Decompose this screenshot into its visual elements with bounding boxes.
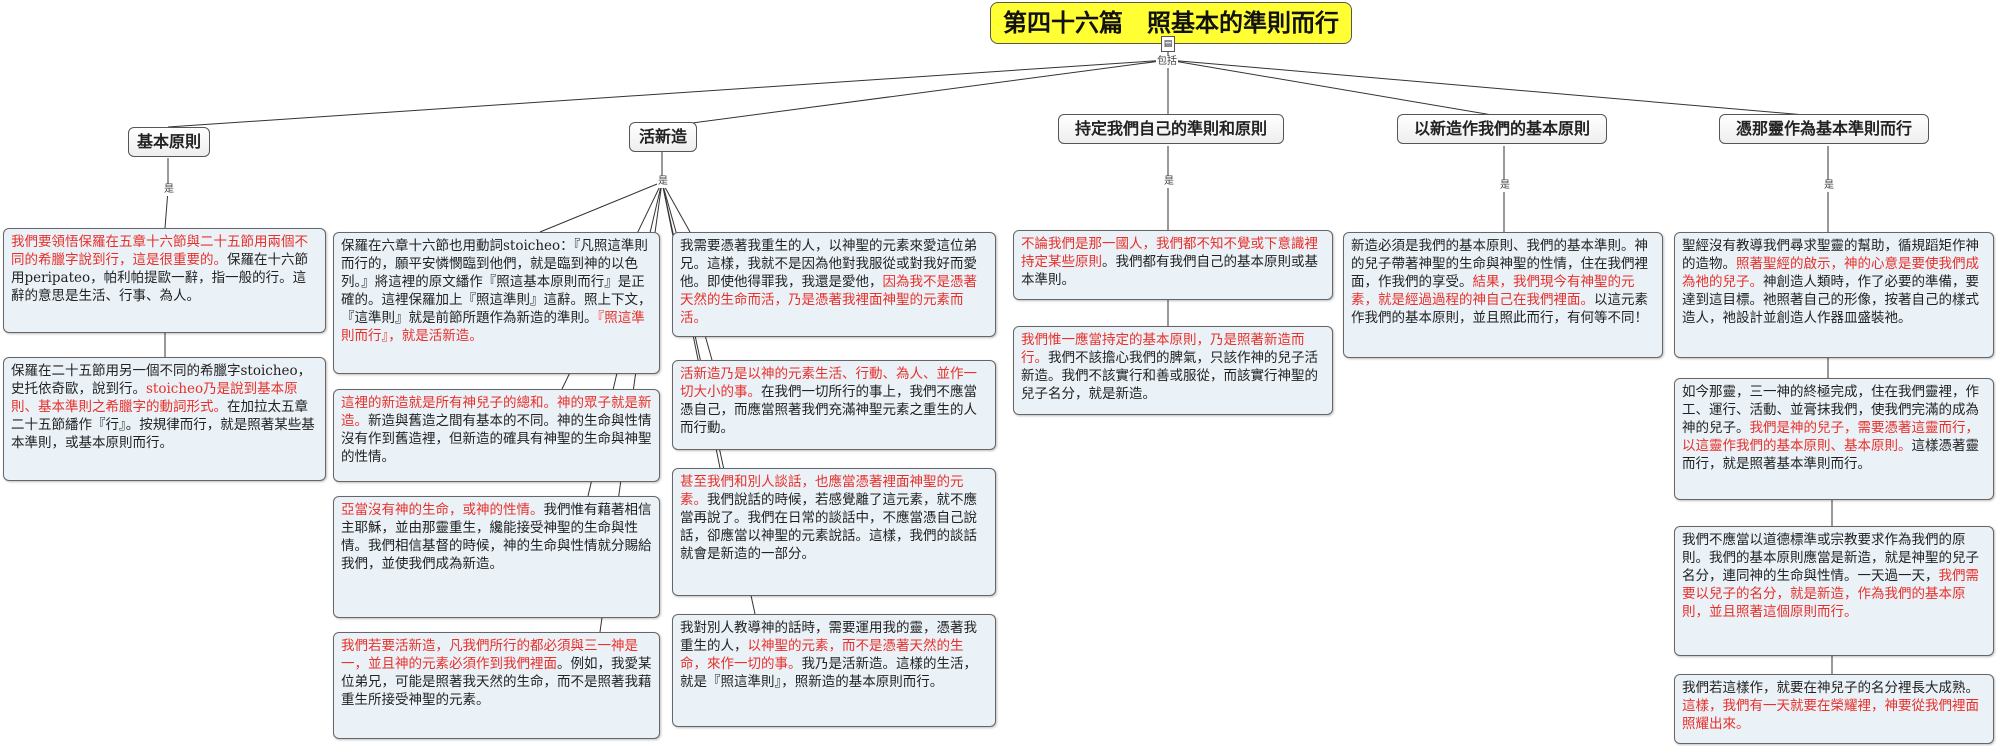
leaf-text: 神創造人類時，作了必要的準備，要達到這目標。祂照著自己的形像，按著自己的樣式造人… [1682,274,1979,326]
branch-basic-principle[interactable]: 基本原則 [128,127,210,157]
leaf-text: 我對別人教導神的話時，需要運用我的靈，憑著我重生的人， [680,620,977,654]
leaf-text-highlight: 因為我不是憑著天然的生命而活，乃是憑著我裡面神聖的元素而活。 [680,274,977,326]
leaf-text-highlight: 我們惟一應當持定的基本原則，乃是照著新造而行。 [1021,332,1305,366]
leaf-text: 。例如，我愛某位弟兄，可能是照著我天然的生命，而不是照著我藉重生所接受神聖的元素… [341,656,652,708]
edge-label-is: 是 [1163,176,1175,188]
leaf-node[interactable]: 我們若這樣作，就要在神兒子的名分裡長大成熟。這樣，我們有一天就要在榮耀裡，神要從… [1674,674,1994,744]
leaf-text-highlight: 活新造乃是以神的元素生活、行動、為人、並作一切大小的事。 [680,366,977,400]
leaf-text-highlight: 亞當沒有神的生命，或神的性情。 [341,502,544,518]
leaf-node[interactable]: 這裡的新造就是所有神兒子的總和。神的眾子就是新造。新造與舊造之間有基本的不同。神… [333,389,660,482]
root-edge-label: 包括 [1156,56,1178,68]
document-icon[interactable]: ▤ [1161,36,1175,52]
leaf-text-highlight: 不論我們是那一國人，我們都不知不覺或下意識裡持定某些原則 [1021,236,1318,270]
leaf-text: 聖經沒有教導我們尋求聖靈的幫助，循規蹈矩作神的造物。 [1682,238,1979,272]
edge-label-is: 是 [1499,180,1511,192]
leaf-node[interactable]: 我需要憑著我重生的人，以神聖的元素來愛這位弟兄。這樣，我就不是因為他對我服從或對… [672,232,996,337]
leaf-node[interactable]: 甚至我們和別人談話，也應當憑著裡面神聖的元素。我們說話的時候，若感覺離了這元素，… [672,468,996,596]
leaf-text: 保羅在十六節用peripateo，帕利帕提歐一辭，指一般的行。這辭的意思是生活、… [11,252,308,304]
leaf-text: 新造與舊造之間有基本的不同。神的生命與性情沒有作到舊造裡，但新造的確具有神聖的生… [341,413,652,465]
leaf-text: 在加拉太五章二十五節繙作『行』。按規律而行，就是照著某些基本準則，或基本原則而行… [11,399,315,451]
edge-label-is: 是 [657,176,669,188]
leaf-text-highlight: 照著聖經的啟示，神的心意是要使我們成為祂的兒子。 [1682,256,1979,290]
leaf-text: 我們不該擔心我們的脾氣，只該作神的兒子活新造。我們不該實行和善或服從，而該實行神… [1021,350,1318,402]
leaf-text-highlight: 以神聖的元素，而不是憑著天然的生命，來作一切的事。 [680,638,964,672]
leaf-node[interactable]: 不論我們是那一國人，我們都不知不覺或下意識裡持定某些原則。我們都有我們自己的基本… [1013,230,1333,300]
edge-label-is: 是 [1823,180,1835,192]
edge-label-is: 是 [163,184,175,196]
leaf-text: 以這元素作我們的基本原則，並且照此而行，有何等不同！ [1351,292,1648,326]
leaf-node[interactable]: 聖經沒有教導我們尋求聖靈的幫助，循規蹈矩作神的造物。照著聖經的啟示，神的心意是要… [1674,232,1994,358]
leaf-text-highlight: 結果，我們現今有神聖的元素，就是經過過程的神自己在我們裡面。 [1351,274,1635,308]
leaf-text: 在我們一切所行的事上，我們不應當憑自己，而應當照著我們充滿神聖元素之重生的人而行… [680,384,977,436]
leaf-text: 保羅在二十五節用另一個不同的希臘字stoicheo，史托依奇歐，說到行。 [11,363,312,397]
leaf-text-highlight: 『照這準則而行』，就是活新造。 [341,310,645,344]
leaf-text: 我們說話的時候，若感覺離了這元素，就不應當再說了。我們在日常的談話中，不應當憑自… [680,492,977,562]
branch-walk-by-spirit[interactable]: 憑那靈作為基本準則而行 [1719,114,1929,144]
leaf-node[interactable]: 新造必須是我們的基本原則、我們的基本準則。神的兒子帶著神聖的生命與神聖的性情，住… [1343,232,1663,358]
leaf-node[interactable]: 活新造乃是以神的元素生活、行動、為人、並作一切大小的事。在我們一切所行的事上，我… [672,360,996,450]
leaf-text: 新造必須是我們的基本原則、我們的基本準則。神的兒子帶著神聖的生命與神聖的性情，住… [1351,238,1648,290]
leaf-node[interactable]: 我們惟一應當持定的基本原則，乃是照著新造而行。我們不該擔心我們的脾氣，只該作神的… [1013,326,1333,415]
branch-live-new-creation[interactable]: 活新造 [629,122,697,152]
leaf-text: 如今那靈，三一神的終極完成，住在我們靈裡，作工、運行、活動、並膏抹我們，使我們完… [1682,384,1979,436]
leaf-node[interactable]: 我們要領悟保羅在五章十六節與二十五節用兩個不同的希臘字說到行，這是很重要的。保羅… [3,228,326,333]
leaf-text: 保羅在六章十六節也用動詞stoicheo：『凡照這準則而行的，願平安憐憫臨到他們… [341,238,652,326]
leaf-node[interactable]: 我們不應當以道德標準或宗教要求作為我們的原則。我們的基本原則應當是新造，就是神聖… [1674,526,1994,656]
leaf-node[interactable]: 如今那靈，三一神的終極完成，住在我們靈裡，作工、運行、活動、並膏抹我們，使我們完… [1674,378,1994,500]
leaf-node[interactable]: 我對別人教導神的話時，需要運用我的靈，憑著我重生的人，以神聖的元素，而不是憑著天… [672,614,996,727]
leaf-text-highlight: stoicheo乃是說到基本原則、基本準則之希臘字的動詞形式。 [11,381,298,415]
leaf-node[interactable]: 保羅在六章十六節也用動詞stoicheo：『凡照這準則而行的，願平安憐憫臨到他們… [333,232,660,374]
leaf-text-highlight: 我們需要以兒子的名分，就是新造，作為我們的基本原則，並且照著這個原則而行。 [1682,568,1979,620]
leaf-text: 我們惟有藉著相信主耶穌，並由那靈重生，纔能接受神聖的生命與性情。我們相信基督的時… [341,502,652,572]
leaf-text-highlight: 這樣，我們有一天就要在榮耀裡，神要從我們裡面照耀出來。 [1682,698,1979,732]
leaf-text: 這樣憑著靈而行，就是照著基本準則而行。 [1682,438,1979,472]
leaf-node[interactable]: 亞當沒有神的生命，或神的性情。我們惟有藉著相信主耶穌，並由那靈重生，纔能接受神聖… [333,496,660,618]
branch-hold-own-principles[interactable]: 持定我們自己的準則和原則 [1058,114,1284,144]
branch-new-creation-as-principle[interactable]: 以新造作我們的基本原則 [1397,114,1607,144]
leaf-text: 我們不應當以道德標準或宗教要求作為我們的原則。我們的基本原則應當是新造，就是神聖… [1682,532,1979,584]
leaf-text-highlight: 甚至我們和別人談話，也應當憑著裡面神聖的元素。 [680,474,964,508]
leaf-text: 我們若這樣作，就要在神兒子的名分裡長大成熟。 [1682,680,1979,696]
leaf-node[interactable]: 我們若要活新造，凡我們所行的都必須與三一神是一，並且神的元素必須作到我們裡面。例… [333,632,660,739]
leaf-text-highlight: 我們是神的兒子，需要憑著這靈而行，以這靈作我們的基本原則、基本原則。 [1682,420,1979,454]
leaf-text: 。我們都有我們自己的基本原則或基本準則。 [1021,254,1318,288]
leaf-text-highlight: 我們若要活新造，凡我們所行的都必須與三一神是一，並且神的元素必須作到我們裡面 [341,638,638,672]
leaf-text-highlight: 我們要領悟保羅在五章十六節與二十五節用兩個不同的希臘字說到行，這是很重要的。 [11,234,308,268]
leaf-text-highlight: 這裡的新造就是所有神兒子的總和。神的眾子就是新造。 [341,395,652,429]
leaf-text: 我乃是活新造。這樣的生活，就是『照這準則』，照新造的基本原則而行。 [680,656,977,690]
leaf-text: 我需要憑著我重生的人，以神聖的元素來愛這位弟兄。這樣，我就不是因為他對我服從或對… [680,238,977,290]
leaf-node[interactable]: 保羅在二十五節用另一個不同的希臘字stoicheo，史托依奇歐，說到行。stoi… [3,357,326,481]
